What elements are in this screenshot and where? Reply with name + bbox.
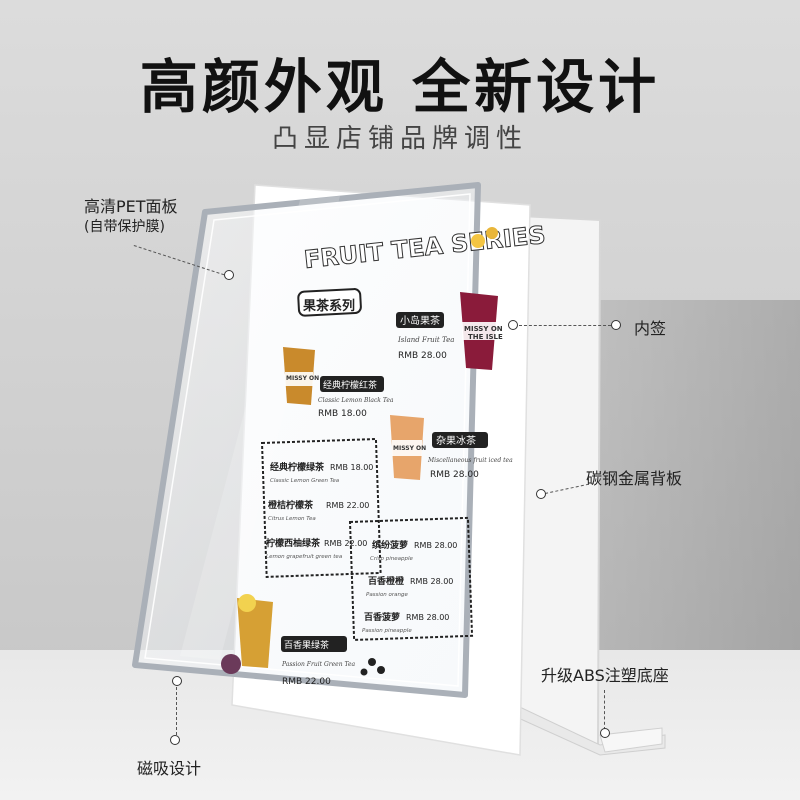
iced-tea-cup-icon: MISSY ON <box>390 415 426 480</box>
svg-text:MISSY ON: MISSY ON <box>286 375 319 382</box>
svg-text:百香橙橙: 百香橙橙 <box>368 575 405 587</box>
pet-panel <box>132 182 481 698</box>
featured-item-0: 小岛果茶 Island Fruit Tea RMB 28.00 <box>396 312 454 361</box>
callout-dot-back <box>536 489 546 499</box>
passion-fruit-cup-icon <box>221 594 273 674</box>
svg-text:RMB 18.00: RMB 18.00 <box>318 409 367 419</box>
featured-item-2: 杂果冰茶 Miscellaneous fruit iced tea RMB 28… <box>427 432 513 480</box>
svg-text:RMB 28.00: RMB 28.00 <box>410 577 453 586</box>
svg-text:RMB 22.00: RMB 22.00 <box>282 677 331 687</box>
menu-list-left <box>260 437 382 578</box>
featured-item-3: 百香果绿茶 Passion Fruit Green Tea RMB 22.00 <box>281 636 356 687</box>
svg-text:百香果绿茶: 百香果绿茶 <box>284 639 329 651</box>
berry-cup-icon: MISSY ON THE ISLE <box>460 292 503 370</box>
lemon-icon <box>471 234 485 248</box>
svg-text:RMB 18.00: RMB 18.00 <box>330 463 373 472</box>
callout-base: 升级ABS注塑底座 <box>541 666 669 685</box>
featured-item-1: 经典柠檬红茶 Classic Lemon Black Tea RMB 18.00 <box>318 376 394 419</box>
headline: 高颜外观 全新设计 <box>139 53 661 121</box>
svg-text:Citrus Lemon Tea: Citrus Lemon Tea <box>268 516 316 522</box>
svg-text:RMB 28.00: RMB 28.00 <box>430 470 479 480</box>
callout-back-plate: 碳钢金属背板 <box>586 469 683 488</box>
svg-text:Crisp pineapple: Crisp pineapple <box>370 556 414 562</box>
callout-dot-base <box>600 728 610 738</box>
svg-text:Lemon grapefruit green tea: Lemon grapefruit green tea <box>266 554 343 560</box>
svg-text:橙桔柠檬茶: 橙桔柠檬茶 <box>268 499 314 511</box>
callout-line-insert <box>519 325 611 326</box>
svg-text:RMB 22.00: RMB 22.00 <box>326 501 369 510</box>
svg-text:小岛果茶: 小岛果茶 <box>400 314 440 327</box>
svg-text:RMB 28.00: RMB 28.00 <box>398 351 447 361</box>
menu-list-left-rows: 经典柠檬绿茶 RMB 18.00 Classic Lemon Green Tea… <box>266 461 373 560</box>
svg-text:杂果冰茶: 杂果冰茶 <box>436 434 476 447</box>
callout-dot-magnetic <box>172 676 182 686</box>
svg-text:Passion pineapple: Passion pineapple <box>362 628 412 634</box>
callout-line-magnetic <box>176 687 177 735</box>
callout-dot-insert-end <box>611 320 621 330</box>
callout-magnetic: 磁吸设计 <box>137 759 202 778</box>
svg-text:Passion orange: Passion orange <box>366 592 409 598</box>
menu-list-right-rows: 缤纷菠萝 RMB 28.00 Crisp pineapple 百香橙橙 RMB … <box>362 539 457 634</box>
svg-text:RMB 28.00: RMB 28.00 <box>414 541 457 550</box>
svg-text:Miscellaneous fruit iced tea: Miscellaneous fruit iced tea <box>427 457 513 464</box>
svg-text:经典柠檬绿茶: 经典柠檬绿茶 <box>270 461 325 473</box>
svg-text:RMB 28.00: RMB 28.00 <box>406 613 449 622</box>
callout-dot-insert <box>508 320 518 330</box>
svg-text:MISSY ON: MISSY ON <box>393 445 426 452</box>
lemon-tea-cup-icon: MISSY ON <box>283 347 319 405</box>
svg-text:Classic Lemon Black Tea: Classic Lemon Black Tea <box>318 397 394 404</box>
svg-text:百香菠萝: 百香菠萝 <box>364 611 400 623</box>
svg-text:Classic Lemon Green Tea: Classic Lemon Green Tea <box>270 478 340 484</box>
menu-section: 果茶系列 <box>302 298 355 314</box>
subline: 凸显店铺品牌调性 <box>271 124 528 154</box>
svg-text:柠檬西柚绿茶: 柠檬西柚绿茶 <box>266 537 321 549</box>
svg-text:经典柠檬红茶: 经典柠檬红茶 <box>323 379 377 391</box>
callout-insert: 内签 <box>634 319 667 338</box>
svg-text:MISSY ON: MISSY ON <box>464 325 503 333</box>
callout-dot-magnetic-end <box>170 735 180 745</box>
callout-dot-pet <box>224 270 234 280</box>
svg-text:缤纷菠萝: 缤纷菠萝 <box>372 539 408 551</box>
svg-text:THE ISLE: THE ISLE <box>468 333 503 341</box>
svg-text:Island Fruit Tea: Island Fruit Tea <box>397 336 454 344</box>
boba-decoration <box>360 658 385 676</box>
callout-line-base <box>604 690 605 730</box>
callout-pet-panel-note: (自带保护膜) <box>84 219 165 235</box>
svg-text:Passion Fruit Green Tea: Passion Fruit Green Tea <box>281 661 356 668</box>
svg-text:RMB 22.00: RMB 22.00 <box>324 539 367 548</box>
callout-pet-panel: 高清PET面板 <box>84 197 178 216</box>
